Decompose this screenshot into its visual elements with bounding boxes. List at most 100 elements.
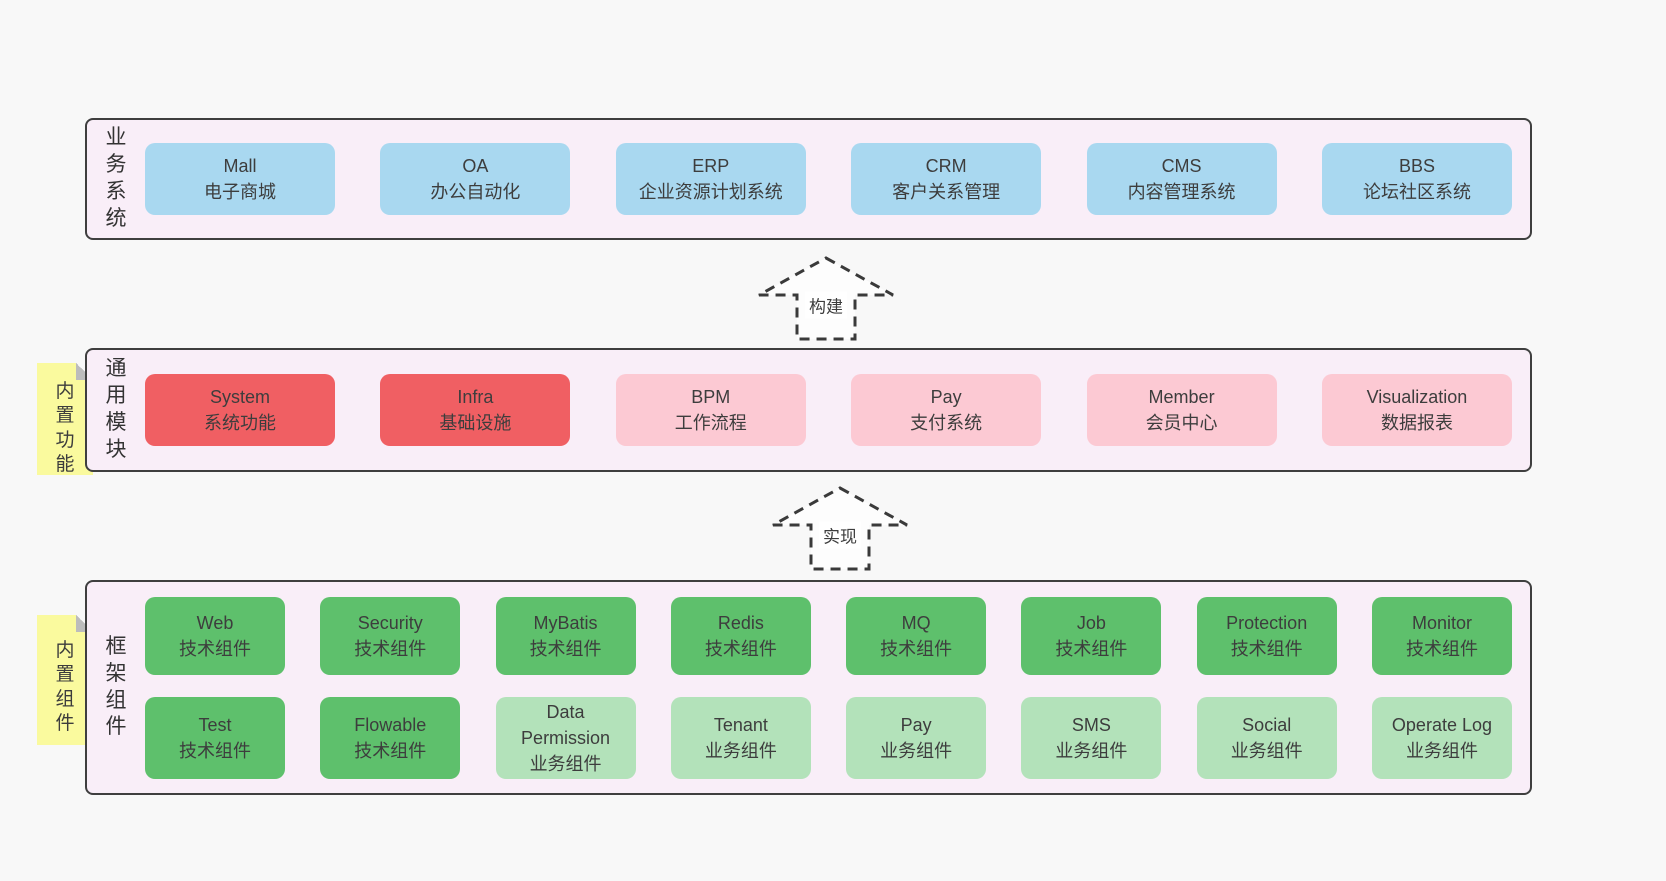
box-title: Test xyxy=(198,714,232,735)
box-subtitle: 业务组件 xyxy=(1230,740,1303,761)
box-title: OA xyxy=(462,156,489,176)
band-boxes: Mall 电子商城 OA 办公自动化 ERP 企业资源计划系统 CRM 客户关系管理 CMS 内容… xyxy=(145,120,1530,238)
band-label: 业务系统 xyxy=(87,120,145,238)
box-title: Pay xyxy=(930,387,962,407)
module-box-job: Job 技术组件 xyxy=(1021,596,1162,675)
box-row: System 系统功能 Infra 基础设施 BPM 工作流程 Pay 支付系统 Member 会… xyxy=(145,374,1512,446)
box-subtitle: 企业资源计划系统 xyxy=(638,182,783,202)
box-subtitle: 电子商城 xyxy=(204,182,276,202)
box-subtitle: 基础设施 xyxy=(439,413,512,433)
sticky-note-label: 内置功能 xyxy=(55,381,75,475)
module-box-test: Test 技术组件 xyxy=(145,696,285,779)
box-title: Monitor xyxy=(1411,612,1472,633)
sticky-note-built-in-features: 内置功能 xyxy=(37,363,93,475)
box-subtitle: 会员中心 xyxy=(1145,413,1218,433)
box-subtitle: 技术组件 xyxy=(179,740,251,761)
module-box-oa: OA 办公自动化 xyxy=(380,143,571,215)
box-subtitle: 业务组件 xyxy=(529,753,602,774)
box-title: Tenant xyxy=(713,714,768,735)
module-box-operate-log: Operate Log 业务组件 xyxy=(1371,696,1512,779)
module-box-erp: ERP 企业资源计划系统 xyxy=(615,143,806,215)
box-subtitle: 技术组件 xyxy=(880,638,953,659)
module-box-data-permission: Data Permission 业务组件 xyxy=(495,696,636,779)
band-common-modules: 通用模块 System 系统功能 Infra 基础设施 BPM 工作流程 Pay 支付系统 Me… xyxy=(85,348,1532,472)
box-subtitle: 技术组件 xyxy=(529,638,602,659)
module-box-system: System 系统功能 xyxy=(145,374,335,446)
box-title: BPM xyxy=(691,387,731,407)
box-subtitle: 支付系统 xyxy=(910,413,983,433)
box-subtitle: 业务组件 xyxy=(1055,740,1128,761)
box-title: Mall xyxy=(223,156,257,176)
box-subtitle: 业务组件 xyxy=(704,740,777,761)
box-title: Flowable xyxy=(354,714,427,735)
box-title: MQ xyxy=(901,612,931,633)
band-boxes: System 系统功能 Infra 基础设施 BPM 工作流程 Pay 支付系统 Member 会… xyxy=(145,350,1530,470)
band-label-text: 通用模块 xyxy=(105,357,127,461)
box-title: System xyxy=(209,387,270,407)
box-title: Protection xyxy=(1226,612,1308,633)
box-subtitle: 客户关系管理 xyxy=(892,182,1001,202)
box-title: Job xyxy=(1076,612,1106,633)
module-box-sms: SMS 业务组件 xyxy=(1021,696,1162,779)
module-box-crm: CRM 客户关系管理 xyxy=(851,143,1042,215)
box-title: Pay xyxy=(900,714,932,735)
box-title: BBS xyxy=(1398,156,1435,176)
box-subtitle: 内容管理系统 xyxy=(1127,182,1236,202)
box-title: Data Permission xyxy=(521,701,611,748)
box-title: Operate Log xyxy=(1391,714,1492,735)
box-subtitle: 技术组件 xyxy=(354,638,427,659)
arrow-label: 实现 xyxy=(819,521,861,549)
box-subtitle: 论坛社区系统 xyxy=(1362,182,1471,202)
box-subtitle: 业务组件 xyxy=(880,740,953,761)
box-subtitle: 数据报表 xyxy=(1380,413,1453,433)
arrow-label: 构建 xyxy=(805,291,847,319)
module-box-social: Social 业务组件 xyxy=(1196,696,1337,779)
box-title: ERP xyxy=(692,156,730,176)
box-subtitle: 系统功能 xyxy=(204,413,276,433)
box-title: Social xyxy=(1242,714,1292,735)
module-box-member: Member 会员中心 xyxy=(1086,374,1277,446)
sticky-note-built-in-components: 内置组件 xyxy=(37,615,93,745)
box-subtitle: 技术组件 xyxy=(179,638,251,659)
box-subtitle: 技术组件 xyxy=(704,638,777,659)
module-box-pay: Pay 支付系统 xyxy=(851,374,1042,446)
box-subtitle: 技术组件 xyxy=(1405,638,1478,659)
box-title: Security xyxy=(357,612,423,633)
box-subtitle: 技术组件 xyxy=(1055,638,1128,659)
module-box-infra: Infra 基础设施 xyxy=(380,374,571,446)
box-subtitle: 办公自动化 xyxy=(430,182,521,202)
box-title: CRM xyxy=(925,156,967,176)
module-box-web: Web 技术组件 xyxy=(145,596,285,675)
dashed-up-arrow-implement: 实现 xyxy=(770,485,910,573)
module-box-security: Security 技术组件 xyxy=(320,596,461,675)
sticky-note-label: 内置组件 xyxy=(55,640,75,734)
box-row: Mall 电子商城 OA 办公自动化 ERP 企业资源计划系统 CRM 客户关系管理 CMS 内容… xyxy=(145,143,1512,215)
band-label-text: 业务系统 xyxy=(105,126,127,230)
module-box-monitor: Monitor 技术组件 xyxy=(1371,596,1512,675)
module-box-tenant: Tenant 业务组件 xyxy=(670,696,811,779)
module-box-cms: CMS 内容管理系统 xyxy=(1086,143,1277,215)
box-title: Web xyxy=(196,612,234,633)
module-box-mq: MQ 技术组件 xyxy=(846,596,987,675)
band-label: 通用模块 xyxy=(87,350,145,470)
box-title: MyBatis xyxy=(533,612,598,633)
box-title: Infra xyxy=(457,387,494,407)
box-subtitle: 工作流程 xyxy=(674,413,747,433)
box-title: SMS xyxy=(1071,714,1111,735)
band-label: 框架组件 xyxy=(87,582,145,793)
box-subtitle: 业务组件 xyxy=(1405,740,1478,761)
box-title: CMS xyxy=(1161,156,1202,176)
box-title: Member xyxy=(1148,387,1215,407)
module-box-mall: Mall 电子商城 xyxy=(145,143,335,215)
dashed-up-arrow-build: 构建 xyxy=(756,255,896,343)
